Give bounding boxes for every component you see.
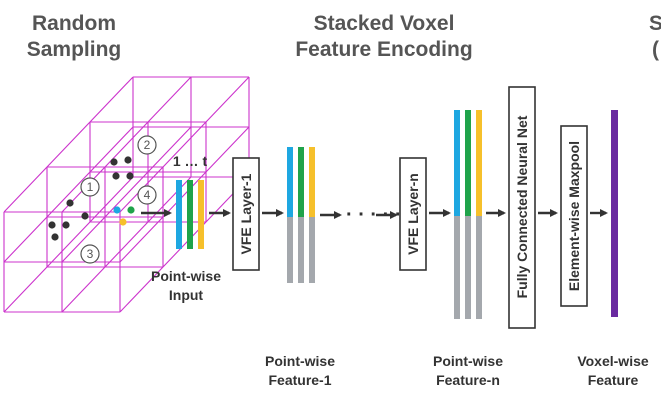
- svg-text:3: 3: [87, 247, 94, 261]
- svg-text:VFE Layer-1: VFE Layer-1: [238, 173, 254, 254]
- voxelwise-feature-bar: [611, 110, 618, 317]
- featuren-bar-gray-1: [454, 216, 460, 319]
- caption-featuren-1: Point-wise: [433, 353, 503, 369]
- feature1-bar-gray-2: [298, 217, 304, 283]
- voxel-label-3: 3: [80, 244, 100, 264]
- maxpool-box: Element-wise Maxpool: [560, 125, 588, 307]
- header-cut-line2: (: [652, 38, 659, 61]
- feature1-bar-gray-1: [287, 217, 293, 283]
- input-bar-blue: [176, 180, 182, 249]
- svg-text:Element-wise Maxpool: Element-wise Maxpool: [566, 141, 582, 291]
- header-random-line2: Sampling: [27, 38, 122, 61]
- header-cut-line1: S: [649, 12, 661, 35]
- svg-text:Fully Connected Neural Net: Fully Connected Neural Net: [514, 115, 530, 298]
- featuren-bar-yellow: [476, 110, 482, 216]
- feature1-bar-blue: [287, 147, 293, 217]
- featuren-bar-gray-2: [465, 216, 471, 319]
- svg-text:VFE Layer-n: VFE Layer-n: [405, 173, 421, 255]
- vfe-layer-1-box: VFE Layer-1: [232, 157, 260, 271]
- caption-voxelwise-2: Feature: [588, 372, 639, 388]
- svg-text:1: 1: [87, 180, 94, 194]
- voxel-label-2: 2: [137, 135, 157, 155]
- fcn-box: Fully Connected Neural Net: [508, 86, 536, 329]
- feature-1-bars: [287, 147, 315, 283]
- caption-pointwise-input-1: Point-wise: [151, 268, 221, 284]
- svg-text:2: 2: [144, 138, 151, 152]
- voxel-point: [113, 206, 121, 214]
- feature1-bar-yellow: [309, 147, 315, 217]
- voxel-point: [112, 172, 120, 180]
- caption-pointwise-input-2: Input: [169, 287, 204, 303]
- voxel-point: [124, 156, 132, 164]
- caption-feature1-1: Point-wise: [265, 353, 335, 369]
- voxel-label-1: 1: [80, 177, 100, 197]
- featuren-bar-gray-3: [476, 216, 482, 319]
- voxel-point: [81, 212, 89, 220]
- voxel-point: [127, 206, 135, 214]
- voxel-point: [110, 158, 118, 166]
- caption-feature1-2: Feature-1: [268, 372, 331, 388]
- input-bar-yellow: [198, 180, 204, 249]
- caption-voxelwise-1: Voxel-wise: [577, 353, 649, 369]
- voxel-point: [62, 221, 70, 229]
- feature1-bar-gray-3: [309, 217, 315, 283]
- input-index-label: 1 … t: [173, 153, 208, 169]
- voxel-point: [51, 233, 59, 241]
- header-random-line1: Random: [32, 12, 116, 35]
- voxel-point: [66, 199, 74, 207]
- voxel-points: [48, 156, 135, 241]
- featuren-bar-blue: [454, 110, 460, 216]
- ellipsis: · · · · ·: [346, 204, 402, 226]
- voxel-point: [48, 221, 56, 229]
- svg-text:4: 4: [144, 188, 151, 202]
- voxel-point: [126, 172, 134, 180]
- feature-n-bars: [454, 110, 482, 319]
- voxel-point: [119, 218, 127, 226]
- header-stacked-line1: Stacked Voxel: [314, 12, 455, 35]
- voxel-label-4: 4: [137, 185, 157, 205]
- vfe-layer-n-box: VFE Layer-n: [399, 157, 427, 271]
- input-bar-green: [187, 180, 193, 249]
- header-stacked-line2: Feature Encoding: [295, 38, 472, 61]
- feature1-bar-green: [298, 147, 304, 217]
- featuren-bar-green: [465, 110, 471, 216]
- caption-featuren-2: Feature-n: [436, 372, 500, 388]
- pointwise-input-bars: [176, 180, 204, 249]
